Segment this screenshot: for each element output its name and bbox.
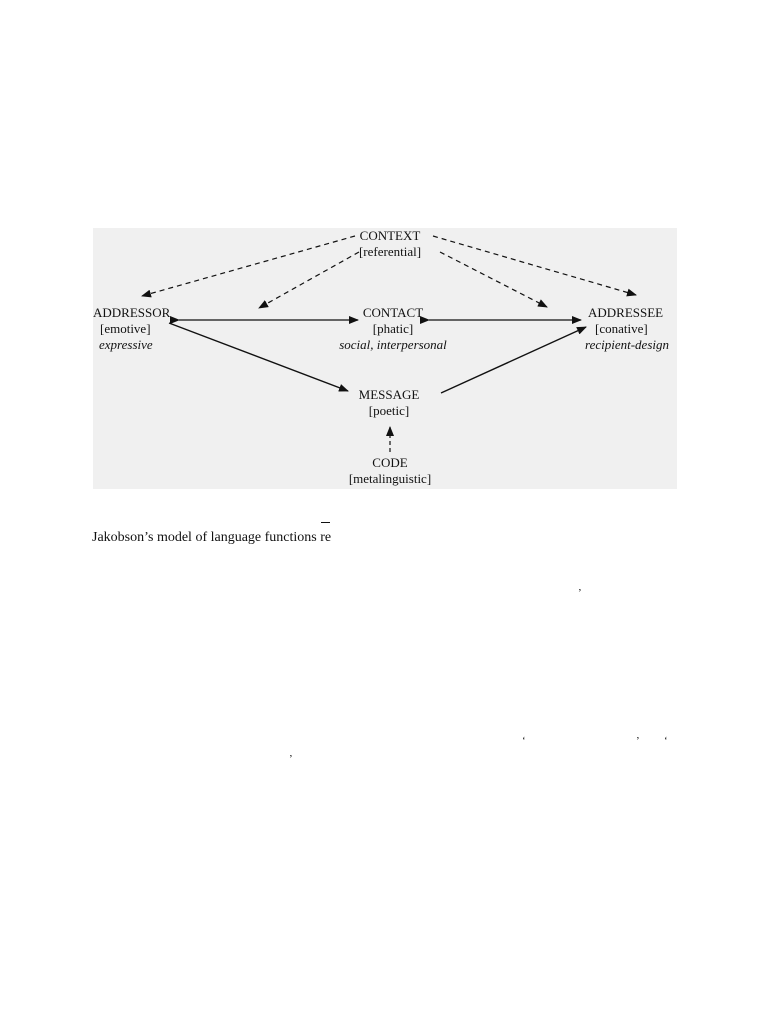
node-context-name: CONTEXT	[359, 228, 421, 243]
stray-quote-mark: ‘	[522, 735, 526, 747]
node-context: CONTEXT [referential]	[342, 228, 438, 260]
node-code-name: CODE	[372, 455, 408, 470]
arrow-context-to-contact-right	[439, 251, 548, 308]
node-contact-description: social, interpersonal	[339, 337, 447, 352]
figure-caption: Jakobson’s model of language functions r…	[92, 530, 332, 545]
node-message: MESSAGE [poetic]	[339, 387, 439, 419]
stray-quote-mark: ’	[289, 753, 293, 765]
stray-quote-mark: ’	[636, 735, 640, 747]
node-addressee: ADDRESSEE [conative] recipient-design	[571, 305, 669, 353]
stray-quote-mark: ‘	[664, 735, 668, 747]
node-context-function: [referential]	[358, 244, 422, 259]
stray-dash-mark	[321, 522, 330, 523]
arrow-context-to-contact-left	[258, 251, 360, 309]
arrow-context-to-addressor	[141, 235, 356, 298]
arrow-message-to-addressee	[440, 326, 587, 394]
jakobson-diagram: CONTEXT [referential] ADDRESSOR [emotive…	[93, 228, 677, 489]
stray-quote-mark: ’	[578, 587, 582, 599]
node-addressor-function: [emotive]	[100, 321, 151, 336]
diagram-arrows	[141, 235, 637, 452]
node-addressor-name: ADDRESSOR	[93, 305, 171, 320]
node-message-name: MESSAGE	[358, 387, 420, 402]
node-addressor: ADDRESSOR [emotive] expressive	[93, 305, 170, 353]
node-addressee-name: ADDRESSEE	[588, 305, 664, 320]
node-code: CODE [metalinguistic]	[330, 455, 450, 487]
node-addressee-description: recipient-design	[585, 337, 669, 352]
node-message-function: [poetic]	[368, 403, 410, 418]
node-code-function: [metalinguistic]	[348, 471, 432, 486]
node-contact-name: CONTACT	[362, 305, 424, 320]
node-contact: CONTACT [phatic] social, interpersonal	[325, 305, 461, 353]
node-addressor-description: expressive	[99, 337, 153, 352]
arrow-context-to-addressee	[432, 235, 637, 297]
arrow-addressor-to-message	[168, 322, 349, 392]
node-contact-function: [phatic]	[372, 321, 414, 336]
node-addressee-function: [conative]	[595, 321, 648, 336]
